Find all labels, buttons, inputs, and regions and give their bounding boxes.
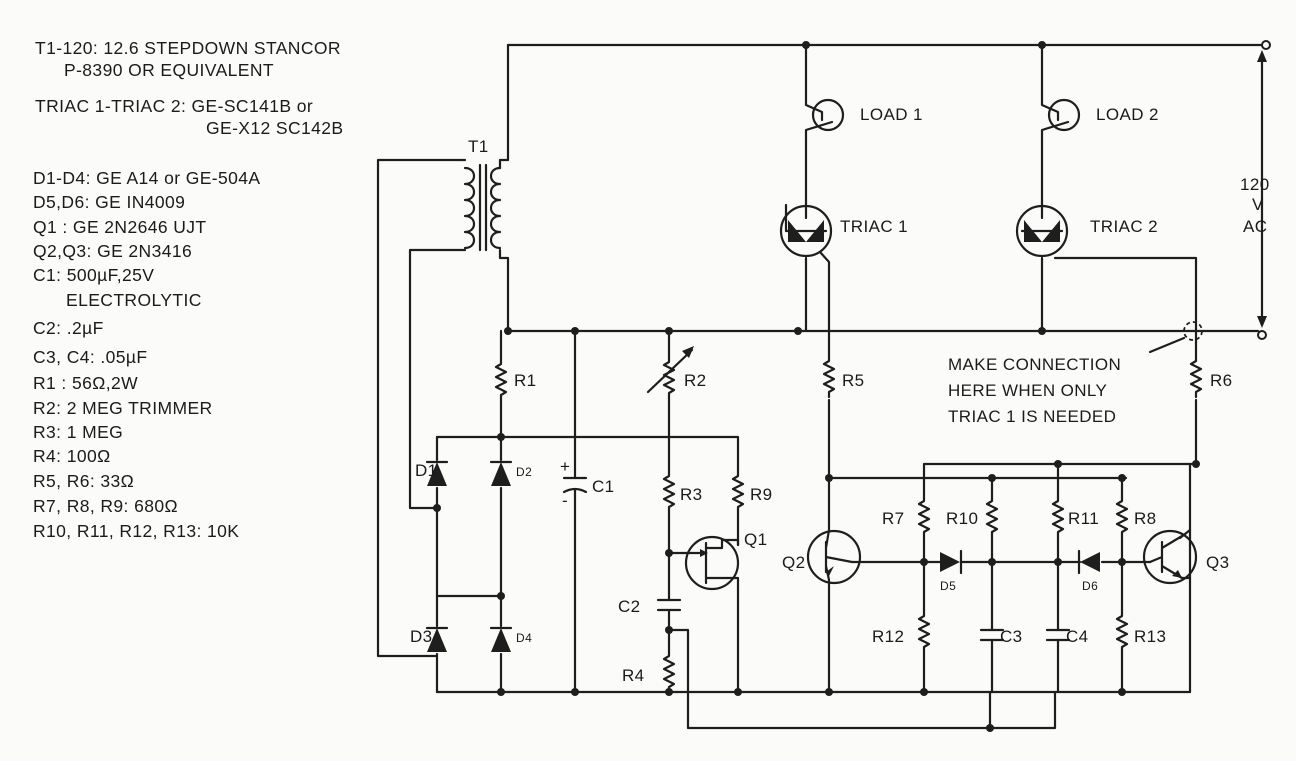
- label-r10: R10: [946, 509, 978, 528]
- resistor-r6: [1189, 353, 1203, 399]
- component-labels: T1 LOAD 1 LOAD 2 TRIAC 1 TRIAC 2 120 V A…: [410, 105, 1270, 685]
- resistor-r8: [1115, 493, 1129, 539]
- parts-line: R3: 1 MEG: [33, 422, 124, 442]
- diode-d4: [489, 626, 513, 652]
- label-r13: R13: [1134, 627, 1166, 646]
- parts-line: GE-X12 SC142B: [206, 118, 344, 138]
- label-d3: D3: [410, 627, 433, 646]
- note-arrow: [1148, 336, 1186, 354]
- lamp-load2: [1040, 93, 1081, 142]
- parts-line: D1-D4: GE A14 or GE-504A: [33, 168, 261, 188]
- resistor-r1: [494, 356, 508, 402]
- label-r12: R12: [872, 627, 904, 646]
- label-c2: C2: [618, 597, 641, 616]
- parts-line: TRIAC 1-TRIAC 2: GE-SC141B or: [35, 96, 314, 116]
- transistor-q1: [684, 535, 740, 591]
- resistor-r11: [1051, 493, 1065, 539]
- parts-line: R4: 100Ω: [33, 446, 111, 466]
- label-load1: LOAD 1: [860, 105, 923, 124]
- label-r7: R7: [882, 509, 905, 528]
- label-triac1: TRIAC 1: [840, 217, 908, 236]
- note-line-3: TRIAC 1 IS NEEDED: [948, 407, 1116, 426]
- parts-line: R5, R6: 33Ω: [33, 471, 135, 491]
- resistor-r3: [662, 468, 676, 514]
- parts-line: T1-120: 12.6 STEPDOWN STANCOR: [35, 38, 341, 58]
- label-c1-plus: +: [560, 457, 570, 476]
- label-r11: R11: [1068, 509, 1099, 528]
- resistor-r13: [1115, 608, 1129, 654]
- resistor-r5: [822, 353, 836, 399]
- resistor-r9: [731, 468, 745, 514]
- diode-d3: [425, 626, 449, 652]
- label-c1: C1: [592, 477, 615, 496]
- label-c1-minus: -: [562, 491, 568, 510]
- label-ac-v: V: [1252, 195, 1264, 214]
- label-ac-120: 120: [1240, 175, 1270, 194]
- parts-line: ELECTROLYTIC: [66, 290, 202, 310]
- transformer-t1: [463, 163, 502, 252]
- label-d5: D5: [940, 579, 956, 593]
- transistor-q2: [806, 528, 862, 585]
- resistor-r12: [917, 608, 931, 654]
- parts-line: C3, C4: .05µF: [33, 347, 148, 367]
- label-r5: R5: [842, 371, 865, 390]
- label-d6: D6: [1082, 579, 1098, 593]
- capacitor-c1: [562, 476, 588, 494]
- triac-1: [779, 203, 833, 258]
- diode-d2: [489, 460, 513, 486]
- label-d1: D1: [415, 461, 438, 480]
- label-q1: Q1: [744, 530, 767, 549]
- note-line-2: HERE WHEN ONLY: [948, 381, 1107, 400]
- note-line-1: MAKE CONNECTION: [948, 355, 1121, 374]
- label-t1: T1: [468, 137, 489, 156]
- parts-line: Q1 : GE 2N2646 UJT: [33, 217, 207, 237]
- lamp-load1: [804, 93, 845, 142]
- diode-d5: [940, 549, 963, 575]
- label-q2: Q2: [782, 553, 805, 572]
- junction-dots: [433, 41, 1200, 732]
- capacitor-c3: [979, 628, 1005, 642]
- label-load2: LOAD 2: [1096, 105, 1159, 124]
- parts-line: R2: 2 MEG TRIMMER: [33, 398, 213, 418]
- parts-line: R1 : 56Ω,2W: [33, 373, 139, 393]
- resistor-r4: [662, 648, 676, 694]
- capacitor-c4: [1045, 628, 1071, 642]
- label-r6: R6: [1210, 371, 1233, 390]
- connection-point: [1183, 321, 1203, 341]
- label-r9: R9: [750, 485, 773, 504]
- resistor-r10: [985, 493, 999, 539]
- parts-line: R10, R11, R12, R13: 10K: [33, 521, 240, 541]
- label-d2: D2: [516, 465, 532, 479]
- capacitor-c2: [656, 598, 682, 612]
- label-triac2: TRIAC 2: [1090, 217, 1158, 236]
- label-d4: D4: [516, 631, 532, 645]
- resistor-r7: [917, 493, 931, 539]
- resistor-r2: [646, 346, 694, 400]
- parts-line: R7, R8, R9: 680Ω: [33, 496, 178, 516]
- label-r2: R2: [684, 371, 707, 390]
- triac-2: [1015, 203, 1069, 258]
- label-c3: C3: [1000, 627, 1023, 646]
- label-q3: Q3: [1206, 553, 1229, 572]
- label-r8: R8: [1134, 509, 1157, 528]
- diode-d1: [425, 460, 449, 486]
- parts-line: Q2,Q3: GE 2N3416: [33, 241, 193, 261]
- label-c4: C4: [1066, 627, 1089, 646]
- label-r3: R3: [680, 485, 703, 504]
- parts-line: C2: .2µF: [33, 318, 104, 338]
- label-r1: R1: [514, 371, 537, 390]
- parts-list: T1-120: 12.6 STEPDOWN STANCOR P-8390 OR …: [0, 0, 450, 560]
- ac-terminals: [1257, 40, 1271, 340]
- parts-line: P-8390 OR EQUIVALENT: [64, 60, 274, 80]
- diode-d6: [1077, 549, 1100, 575]
- label-r4: R4: [622, 666, 645, 685]
- wiring: [376, 43, 1267, 730]
- parts-line: C1: 500µF,25V: [33, 265, 155, 285]
- label-ac-ac: AC: [1243, 217, 1267, 236]
- parts-line: D5,D6: GE IN4009: [33, 192, 186, 212]
- transistor-q3: [1142, 529, 1198, 585]
